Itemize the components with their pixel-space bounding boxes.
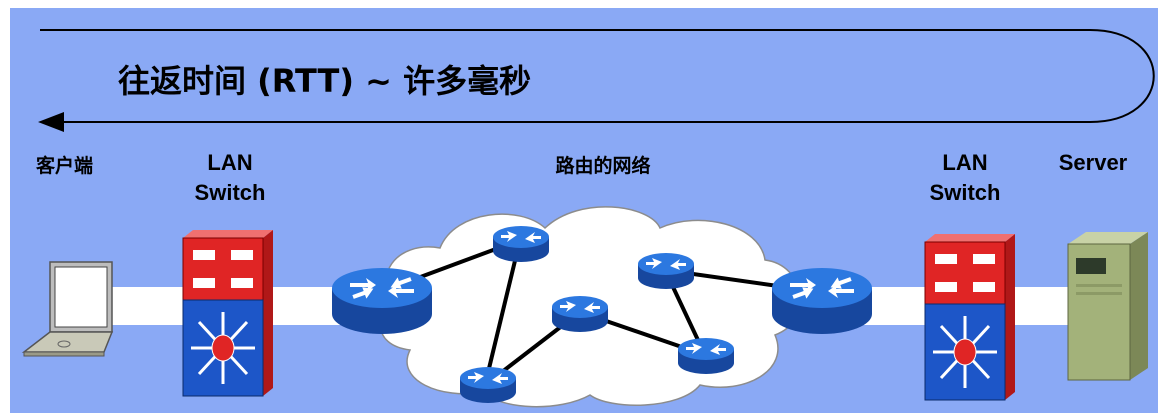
- rtt-arrowhead: [38, 112, 64, 132]
- server-icon: [1067, 232, 1148, 381]
- router-icon: [678, 338, 734, 374]
- server-label: Server: [1059, 150, 1128, 175]
- router-icon: [772, 268, 872, 334]
- routed-network-label: 路由的网络: [555, 154, 650, 177]
- lan-switch-left-label-2: Switch: [195, 180, 266, 205]
- router-icon: [460, 367, 516, 403]
- rtt-arrow-path: [40, 29, 1155, 123]
- lan-switch-right-label-2: Switch: [930, 180, 1001, 205]
- router-icon: [638, 253, 694, 289]
- laptop-icon: [21, 261, 114, 357]
- lan-switch-left-label-1: LAN: [207, 150, 252, 175]
- rtt-label: 往返时间 (RTT) ~ 许多毫秒: [118, 62, 531, 100]
- lan-switch-icon: [182, 230, 273, 397]
- router-icon: [552, 296, 608, 332]
- router-icon: [493, 226, 549, 262]
- client-label: 客户端: [36, 154, 93, 177]
- lan-switch-icon: [924, 234, 1015, 401]
- lan-switch-right-label-1: LAN: [942, 150, 987, 175]
- router-icon: [332, 268, 432, 334]
